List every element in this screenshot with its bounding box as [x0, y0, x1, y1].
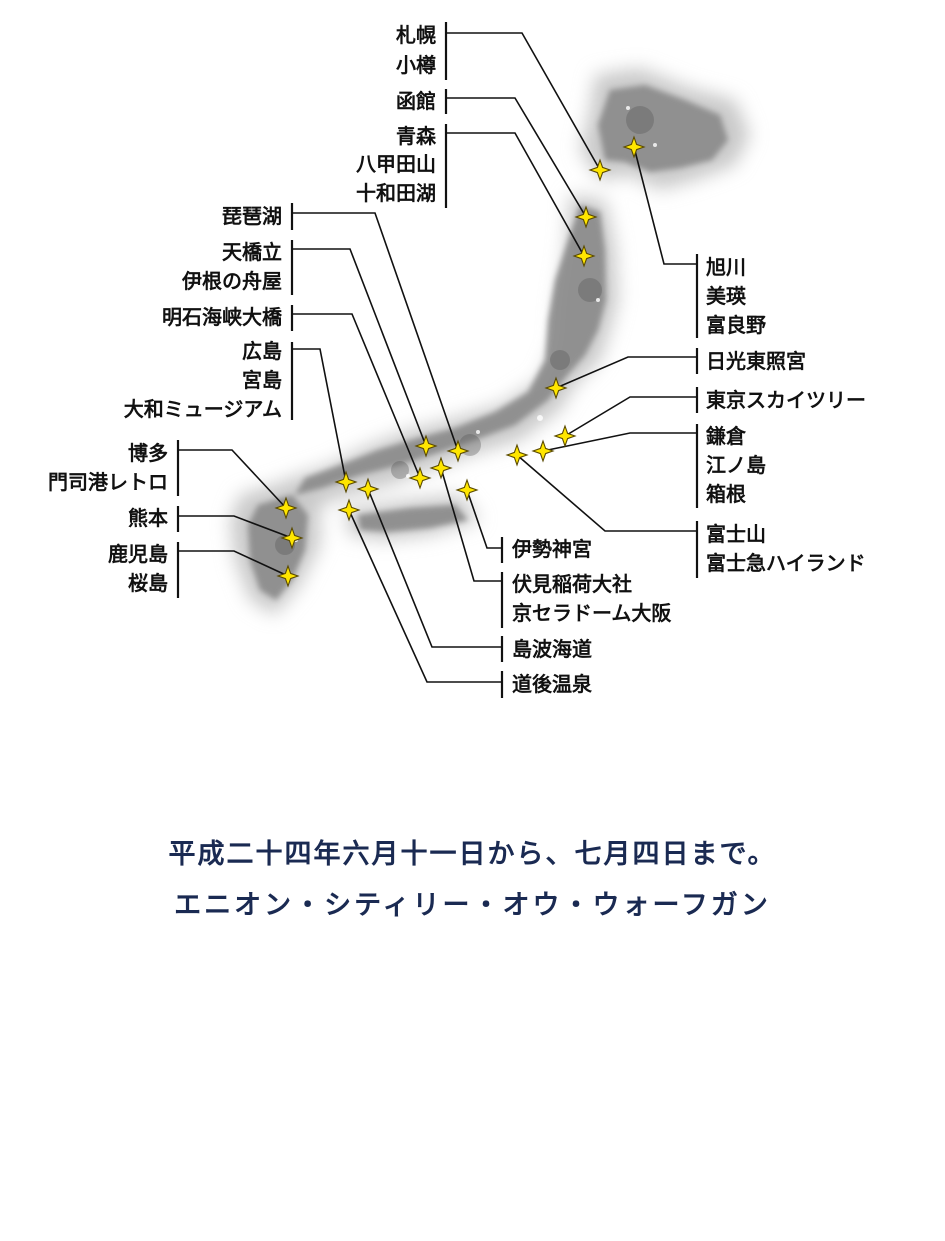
label-line: 富士急ハイランド — [706, 551, 866, 575]
label-line: 旭川 — [705, 255, 746, 279]
label-biwako: 琵琶湖 — [222, 204, 282, 228]
label-asahikawa: 旭川 美瑛 富良野 — [705, 255, 766, 337]
label-line: 東京スカイツリー — [706, 388, 866, 412]
label-line: 伏見稲荷大社 — [512, 572, 632, 596]
four-point-star-icon — [531, 439, 555, 463]
label-kagoshima: 鹿児島 桜島 — [108, 542, 168, 595]
label-line: 小樽 — [396, 53, 436, 77]
labels-left: 札幌 小樽 函館 青森 八甲田山 十和田湖 琵琶湖 天橋立 伊根の舟屋 明石海峡… — [48, 23, 437, 595]
label-line: 日光東照宮 — [706, 349, 806, 373]
label-hakodate: 函館 — [396, 89, 436, 113]
label-amanohashidate: 天橋立 伊根の舟屋 — [181, 240, 282, 293]
label-line: 門司港レトロ — [48, 470, 168, 494]
four-point-star-icon — [276, 564, 300, 588]
four-point-star-icon — [414, 434, 438, 458]
four-point-star-icon — [356, 477, 380, 501]
label-line: 八甲田山 — [356, 152, 436, 176]
landmass — [230, 68, 750, 615]
label-sapporo: 札幌 小樽 — [395, 23, 436, 77]
label-line: 青森 — [396, 124, 437, 148]
label-dogo: 道後温泉 — [512, 672, 593, 696]
label-nikko: 日光東照宮 — [706, 349, 806, 373]
label-kumamoto: 熊本 — [128, 506, 168, 530]
label-line: 熊本 — [128, 506, 168, 530]
label-kamakura: 鎌倉 江ノ島 箱根 — [705, 424, 766, 506]
label-line: 桜島 — [128, 571, 168, 595]
label-line: 札幌 — [395, 23, 436, 47]
japan-map: 札幌 小樽 函館 青森 八甲田山 十和田湖 琵琶湖 天橋立 伊根の舟屋 明石海峡… — [48, 22, 866, 698]
four-point-star-icon — [553, 424, 577, 448]
labels-right: 旭川 美瑛 富良野 日光東照宮 東京スカイツリー 鎌倉 江ノ島 箱根 富士山 富… — [511, 255, 866, 696]
four-point-star-icon — [337, 498, 361, 522]
four-point-star-icon — [588, 158, 612, 182]
label-line: 伊勢神宮 — [511, 537, 592, 561]
label-line: 伊根の舟屋 — [181, 269, 282, 293]
caption-title: エニオン・シティリー・オウ・ウォーフガン — [174, 890, 771, 921]
label-line: 十和田湖 — [356, 181, 436, 205]
four-point-star-icon — [408, 466, 432, 490]
label-ise: 伊勢神宮 — [511, 537, 592, 561]
label-hakata: 博多 門司港レトロ — [48, 441, 168, 494]
label-line: 天橋立 — [222, 240, 282, 264]
label-line: 島波海道 — [512, 637, 592, 661]
label-line: 美瑛 — [706, 284, 747, 308]
label-line: 広島 — [242, 339, 282, 363]
four-point-star-icon — [274, 496, 298, 520]
label-line: 鹿児島 — [108, 542, 168, 566]
label-line: 江ノ島 — [706, 453, 766, 477]
label-fuji: 富士山 富士急ハイランド — [706, 522, 866, 575]
four-point-star-icon — [280, 526, 304, 550]
label-line: 富士山 — [706, 522, 766, 546]
four-point-star-icon — [572, 244, 596, 268]
label-skytree: 東京スカイツリー — [706, 388, 866, 412]
label-line: 大和ミュージアム — [124, 397, 282, 421]
four-point-star-icon — [455, 478, 479, 502]
label-line: 博多 — [128, 441, 168, 465]
caption-period: 平成二十四年六月十一日から、七月四日まで。 — [168, 839, 777, 870]
label-line: 明石海峡大橋 — [162, 305, 283, 329]
label-fushimi: 伏見稲荷大社 京セラドーム大阪 — [512, 572, 672, 625]
label-akashi: 明石海峡大橋 — [162, 305, 283, 329]
four-point-star-icon — [505, 443, 529, 467]
four-point-star-icon — [544, 376, 568, 400]
four-point-star-icon — [574, 205, 598, 229]
label-hiroshima: 広島 宮島 大和ミュージアム — [124, 339, 282, 421]
label-shimanami: 島波海道 — [512, 637, 592, 661]
label-line: 箱根 — [706, 482, 746, 506]
label-line: 富良野 — [706, 313, 766, 337]
leader-lines — [176, 22, 699, 698]
four-point-star-icon — [622, 135, 646, 159]
label-line: 京セラドーム大阪 — [512, 601, 672, 625]
label-aomori: 青森 八甲田山 十和田湖 — [356, 124, 437, 205]
label-line: 鎌倉 — [705, 424, 747, 448]
label-line: 函館 — [396, 89, 436, 113]
four-point-star-icon — [429, 456, 453, 480]
markers — [274, 135, 646, 588]
four-point-star-icon — [334, 470, 358, 494]
four-point-star-icon — [446, 439, 470, 463]
label-line: 宮島 — [242, 368, 282, 392]
label-line: 道後温泉 — [512, 672, 593, 696]
label-line: 琵琶湖 — [222, 204, 282, 228]
